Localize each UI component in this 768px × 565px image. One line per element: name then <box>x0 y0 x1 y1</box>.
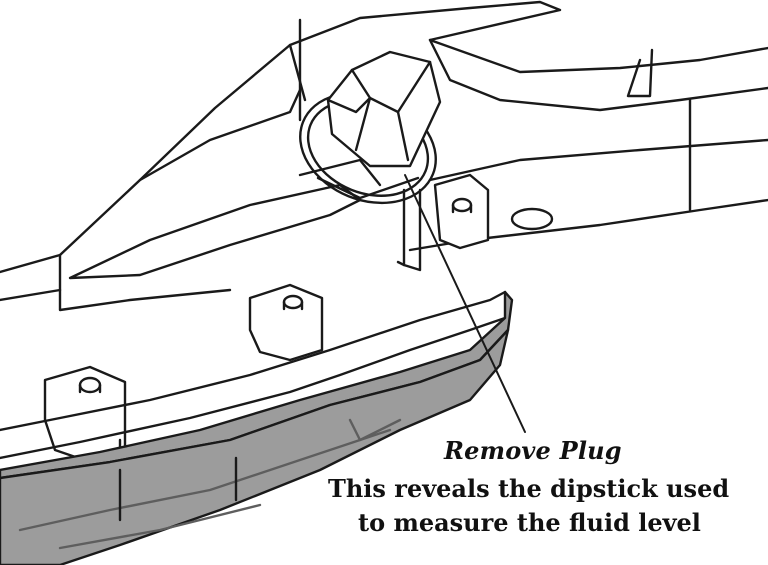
oil-pan <box>0 290 514 565</box>
transmission-housing <box>0 0 768 312</box>
callout-description-line-1: This reveals the dipstick used <box>328 474 730 503</box>
callout-description-line-2: to measure the fluid level <box>358 508 701 537</box>
hex-plug <box>326 50 442 168</box>
dipstick-tube <box>396 188 422 272</box>
cast-rib <box>68 158 382 280</box>
bolt-boss-right <box>433 173 490 250</box>
callout-title: Remove Plug <box>444 436 622 465</box>
leader-line <box>404 174 526 433</box>
bolt-boss-middle <box>248 283 324 362</box>
